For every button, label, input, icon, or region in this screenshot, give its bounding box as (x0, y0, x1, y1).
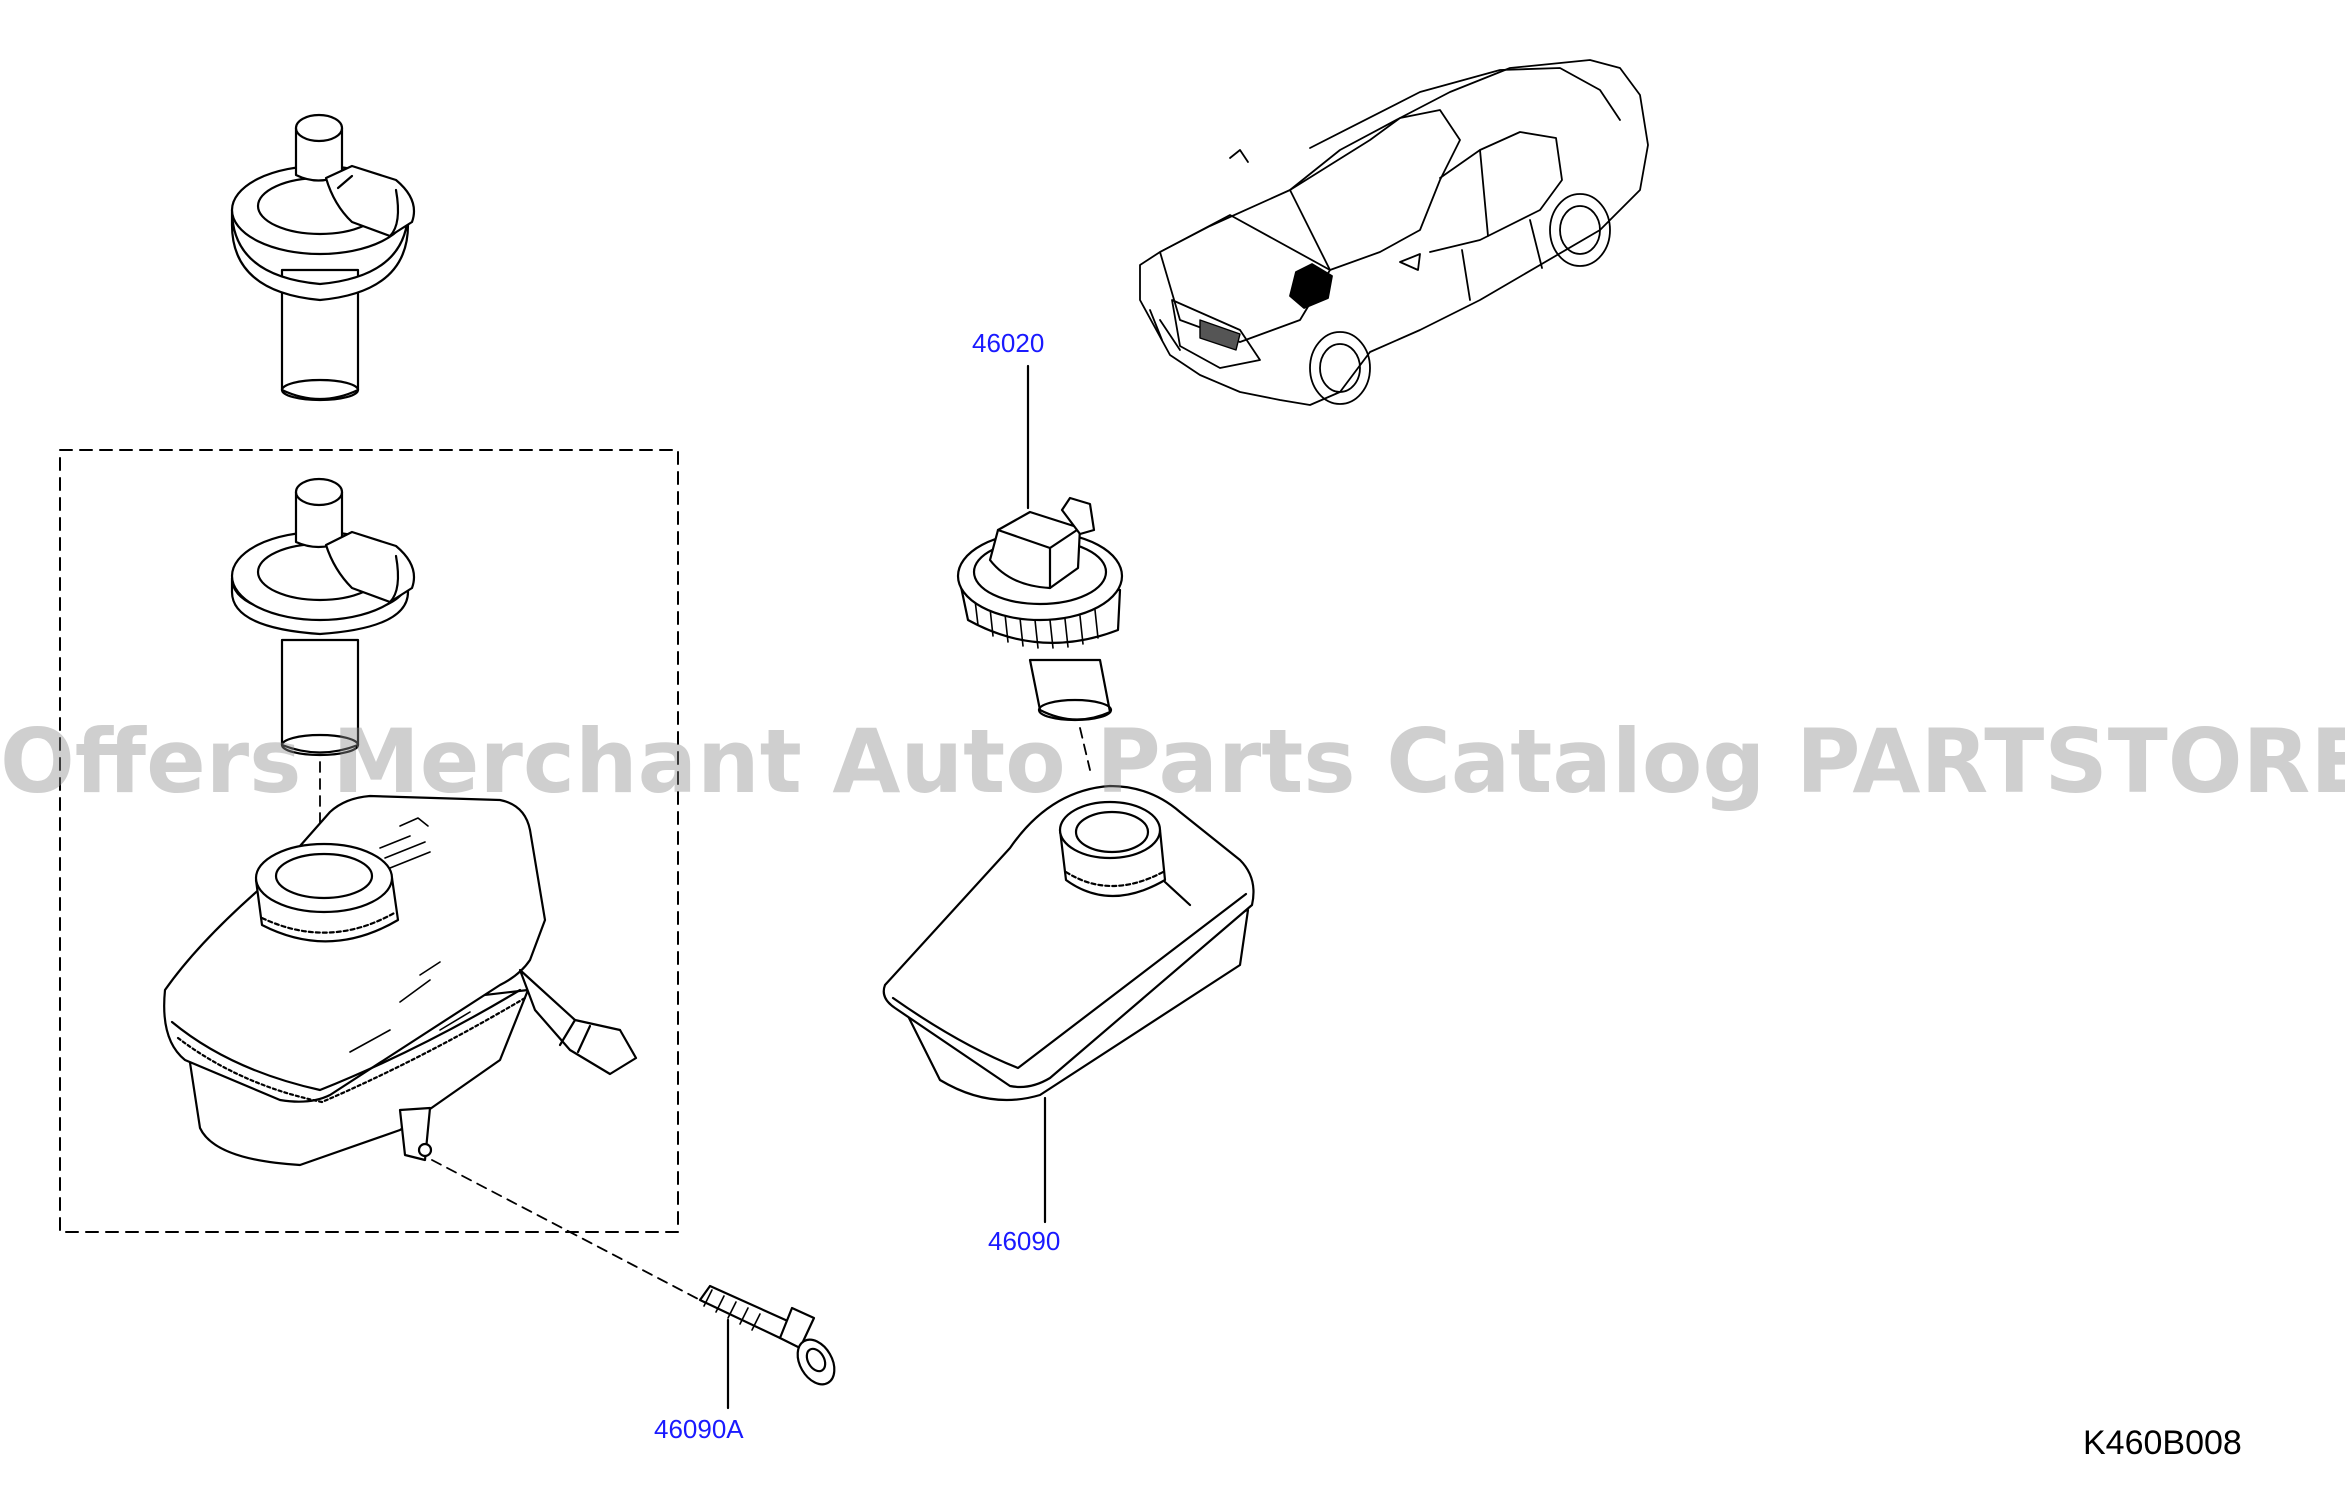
assembly-guides (319, 727, 1091, 1301)
reservoir-assembly (163, 794, 638, 1167)
callout-46090a[interactable]: 46090A (654, 1414, 744, 1444)
sensor-cap-upper (230, 113, 416, 402)
bolt-46090a (698, 1284, 836, 1410)
reservoir-46090 (882, 784, 1255, 1224)
cap-46020 (956, 364, 1124, 722)
callout-46020[interactable]: 46020 (972, 328, 1045, 358)
vehicle-locator (1139, 59, 1649, 406)
callout-46090[interactable]: 46090 (988, 1226, 1061, 1256)
assembly-outline (59, 449, 679, 1233)
diagram-code: K460B008 (2083, 1424, 2242, 1462)
sensor-cap-assembled (230, 477, 416, 757)
